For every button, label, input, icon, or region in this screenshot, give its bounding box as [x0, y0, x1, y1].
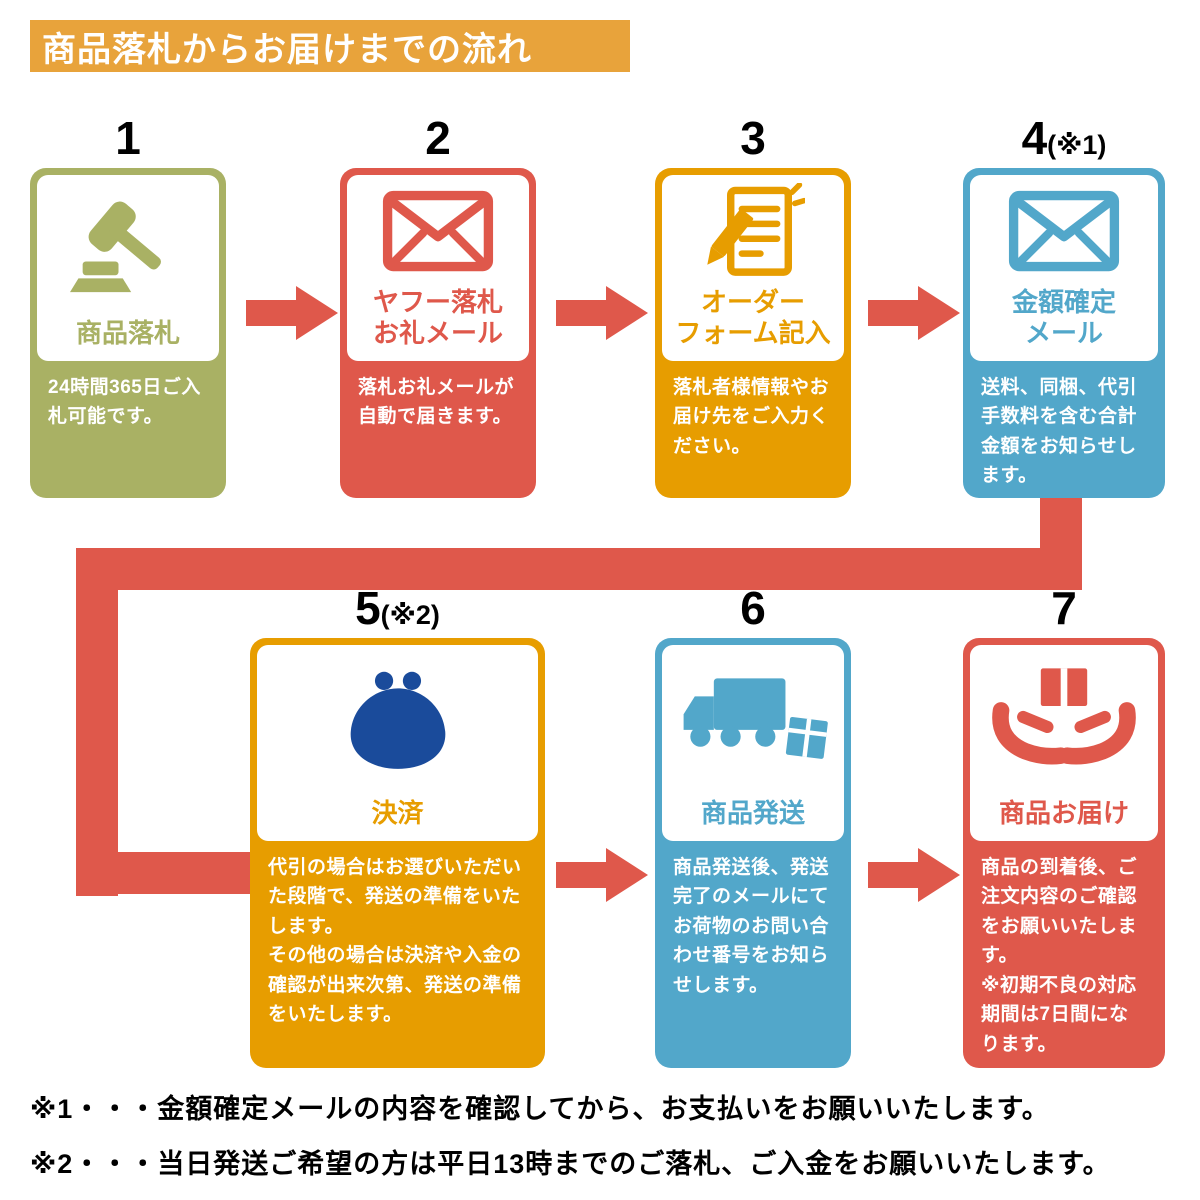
arrow-step2-to-step3-icon [556, 286, 648, 340]
step-3-number: 3 [740, 112, 766, 164]
step-1-box: 商品落札 24時間365日ご入札可能です。 [30, 168, 226, 498]
step-5-desc: 代引の場合はお選びいただいた段階で、発送の準備をいたします。 その他の場合は決済… [268, 857, 522, 1026]
step-1-card: 商品落札 [37, 175, 219, 361]
step-3-label: オーダー フォーム記入 [675, 286, 831, 348]
step-4-label: 金額確定 メール [1011, 286, 1116, 348]
step-2-box: ヤフー落札 お礼メール 落札お礼メールが自動で届きます。 [340, 168, 536, 498]
title-banner: 商品落札からお届けまでの流れ [30, 20, 630, 72]
purse-icon [339, 645, 457, 798]
step-4: 4(※1) 金額確定 メール 送料、同梱、代引手数料を含む合計金額をお知らせしま… [963, 112, 1165, 498]
step-7-box: 商品お届け 商品の到着後、ご注文内容のご確認をお願いいたします。 ※初期不良の対… [963, 638, 1165, 1068]
step-2-number: 2 [425, 112, 451, 164]
footnotes: ※1・・・金額確定メールの内容を確認してから、お支払いをお願いいたします。 ※2… [30, 1092, 1111, 1200]
step-2-card: ヤフー落札 お礼メール [347, 175, 529, 361]
step-6-box: 商品発送 商品発送後、発送完了のメールにてお荷物のお問い合わせ番号をお知らせしま… [655, 638, 851, 1068]
step-1-label: 商品落札 [75, 317, 180, 348]
arrow-step3-to-step4-icon [868, 286, 960, 340]
step-2: 2 ヤフー落札 お礼メール 落札お礼メールが自動で届きます。 [340, 112, 536, 498]
step-5: 5(※2) 決済 代引の場合はお選びいただいた段階で、発送の準備をいたします。 … [250, 582, 545, 1068]
step-2-label: ヤフー落札 お礼メール [372, 286, 503, 348]
page-title: 商品落札からお届けまでの流れ [42, 30, 532, 69]
step-7-label: 商品お届け [998, 797, 1129, 828]
step-2-desc: 落札お礼メールが自動で届きます。 [358, 377, 515, 428]
footnote-1: ※1・・・金額確定メールの内容を確認してから、お支払いをお願いいたします。 [30, 1094, 1050, 1124]
arrow-step1-to-step2-icon [246, 286, 338, 340]
mail-icon [382, 175, 494, 287]
step-6-number: 6 [740, 582, 766, 634]
step-5-card: 決済 [257, 645, 538, 841]
step-7: 7 商品お届け 商品の到着後、ご注文内容のご確認をお願いいたします。 ※初期不良… [963, 582, 1165, 1068]
step-3-desc: 落札者様情報やお届け先をご入力ください。 [673, 377, 830, 457]
step-7-card: 商品お届け [970, 645, 1158, 841]
step-4-number: 4(※1) [1021, 112, 1107, 164]
step-7-number: 7 [1051, 582, 1077, 634]
connector-into-step5 [76, 852, 256, 894]
step-4-box: 金額確定 メール 送料、同梱、代引手数料を含む合計金額をお知らせします。 [963, 168, 1165, 498]
step-5-label: 決済 [371, 797, 424, 828]
arrow-step6-to-step7-icon [868, 848, 960, 902]
step-6-label: 商品発送 [700, 797, 805, 828]
step-5-box: 決済 代引の場合はお選びいただいた段階で、発送の準備をいたします。 その他の場合… [250, 638, 545, 1068]
step-4-desc: 送料、同梱、代引手数料を含む合計金額をお知らせします。 [981, 377, 1138, 487]
step-6: 6 商品発送 [655, 582, 851, 1068]
step-3: 3 オーダー フォーム記入 落札者様情報やお届け先をご入力くださ [655, 112, 851, 498]
arrow-step5-to-step6-icon [556, 848, 648, 902]
step-6-card: 商品発送 [662, 645, 844, 841]
step-3-box: オーダー フォーム記入 落札者様情報やお届け先をご入力ください。 [655, 168, 851, 498]
step-4-card: 金額確定 メール [970, 175, 1158, 361]
connector-down-left [76, 548, 118, 896]
step-1-number: 1 [115, 112, 141, 164]
connector-across [76, 548, 1082, 590]
hands-package-icon [990, 645, 1138, 798]
order-form-icon [701, 175, 805, 287]
step-5-number: 5(※2) [355, 582, 440, 634]
mail-icon [1008, 175, 1120, 287]
gavel-icon [70, 175, 186, 318]
step-6-desc: 商品発送後、発送完了のメールにてお荷物のお問い合わせ番号をお知らせします。 [673, 857, 830, 996]
truck-icon [678, 645, 828, 798]
step-3-card: オーダー フォーム記入 [662, 175, 844, 361]
step-1: 1 商品落札 24時間365日ご入札可能です。 [30, 112, 226, 498]
footnote-2: ※2・・・当日発送ご希望の方は平日13時までのご落札、ご入金をお願いいたします。 [30, 1149, 1111, 1180]
step-7-desc: 商品の到着後、ご注文内容のご確認をお願いいたします。 ※初期不良の対応期間は7日… [981, 857, 1138, 1055]
step-1-desc: 24時間365日ご入札可能です。 [48, 377, 201, 428]
